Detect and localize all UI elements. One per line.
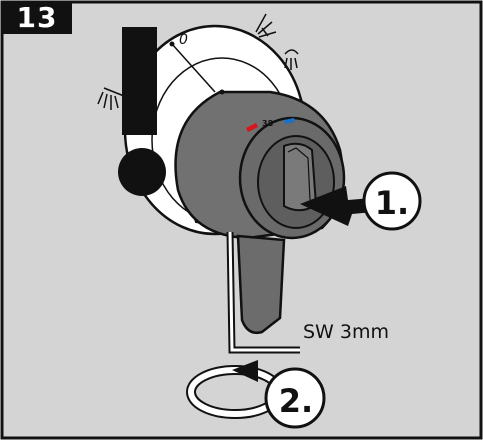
step-number-badge: 13 [2, 2, 72, 34]
temperature-mark: 38° [262, 119, 277, 128]
dial-pointer-line [171, 43, 216, 93]
rain-shower-icon [284, 49, 299, 70]
zero-mark: 0 [179, 32, 188, 48]
press-arrow-icon [300, 186, 374, 226]
hand-shower-icon [255, 13, 277, 38]
step1-circle [362, 171, 422, 231]
step1-label: 1. [375, 184, 409, 222]
diverter-knob [118, 148, 166, 196]
dial-pointer-dot [169, 41, 175, 47]
shower-spray-icon [97, 87, 125, 110]
hot-marker [246, 123, 258, 132]
tool-size-label: SW 3mm [303, 321, 389, 343]
hex-key-tool [226, 231, 300, 354]
knob-lever [236, 234, 286, 334]
valve-bar [122, 27, 157, 135]
knob-index-dot [219, 89, 225, 95]
step2-circle [264, 367, 326, 429]
step2-label: 2. [279, 382, 313, 420]
cold-marker [284, 118, 295, 124]
knob-grip-edge [287, 147, 311, 201]
